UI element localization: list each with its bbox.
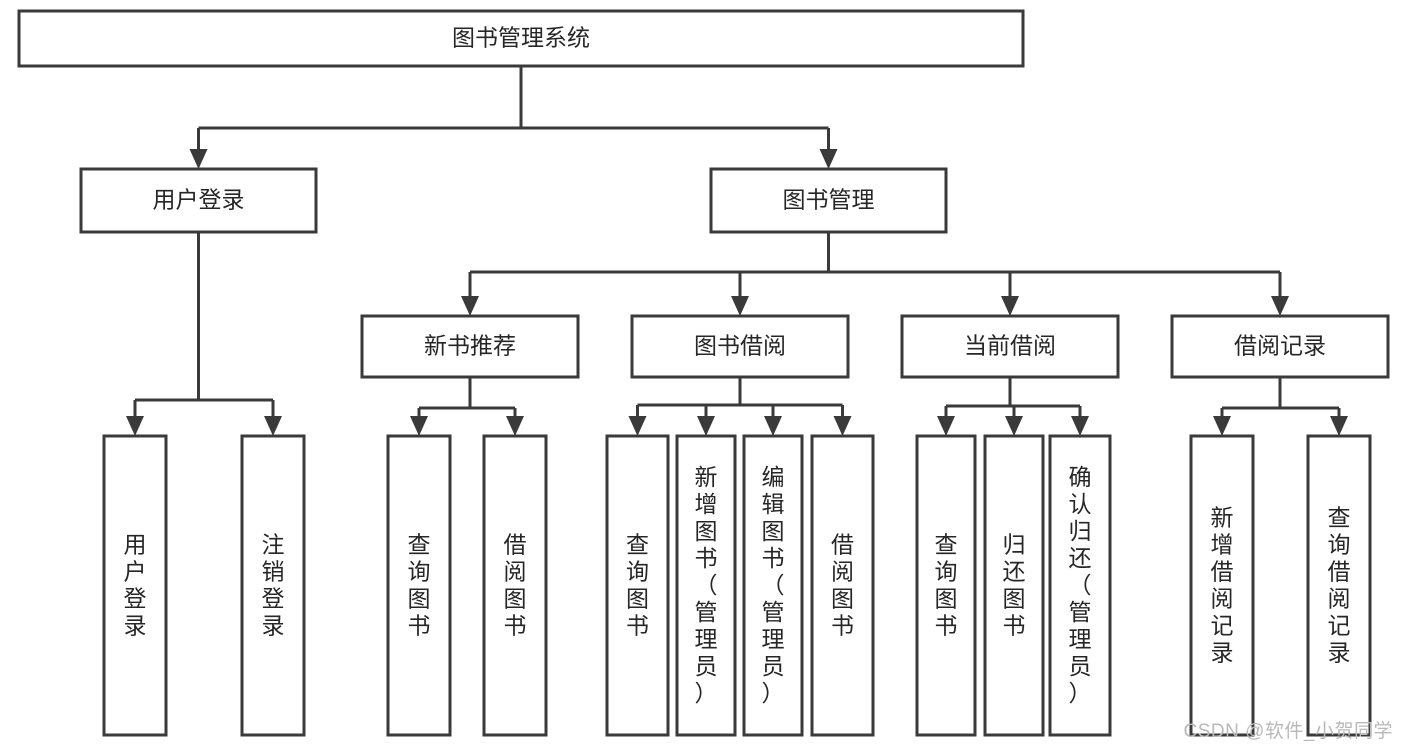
node-leaf-add-book-admin-label: 新增图书（管理员）	[695, 464, 718, 706]
node-borrow-record[interactable]: 借阅记录	[1170, 314, 1390, 379]
node-leaf-user-login-label: 用户登录	[124, 532, 147, 639]
new-book-recommend-to-leaves-arrow-0	[410, 416, 428, 436]
node-leaf-return-book-label: 归还图书	[1003, 532, 1026, 639]
node-current-borrow-label: 当前借阅	[964, 333, 1056, 359]
node-current-borrow[interactable]: 当前借阅	[900, 314, 1120, 379]
book-manage-to-level3-arrow-1	[731, 296, 749, 316]
node-leaf-query-book-current-box	[915, 434, 977, 737]
node-book-borrow-label: 图书借阅	[694, 333, 786, 359]
book-manage-to-level3-arrow-0	[461, 296, 479, 316]
book-manage-to-level3-arrow-2	[1001, 296, 1019, 316]
node-leaf-borrow-book-recommend[interactable]: 借阅图书	[482, 434, 548, 737]
current-borrow-to-leaves-arrow-0	[937, 416, 955, 436]
node-leaf-user-logout-box	[240, 434, 306, 737]
node-leaf-query-borrow-record[interactable]: 查询借阅记录	[1306, 434, 1372, 737]
node-leaf-query-book-recommend-label: 查询图书	[408, 532, 431, 639]
user-login-to-leaves-arrow-1	[264, 416, 282, 436]
book-borrow-to-leaves-arrow-3	[833, 416, 852, 436]
node-leaf-query-book-recommend[interactable]: 查询图书	[386, 434, 452, 737]
node-leaf-user-logout-label: 注销登录	[262, 532, 285, 639]
node-book-borrow[interactable]: 图书借阅	[630, 314, 850, 379]
node-leaf-query-book-borrow[interactable]: 查询图书	[605, 434, 670, 737]
current-borrow-to-leaves-arrow-1	[1005, 416, 1023, 436]
node-book-manage[interactable]: 图书管理	[709, 167, 948, 234]
book-borrow-to-leaves-arrow-1	[697, 416, 715, 436]
node-leaf-query-book-borrow-box	[605, 434, 670, 737]
node-root[interactable]: 图书管理系统	[17, 9, 1025, 68]
new-book-recommend-to-leaves-arrow-1	[506, 416, 524, 436]
node-book-borrow-box	[630, 314, 850, 379]
node-leaf-query-borrow-record-label: 查询借阅记录	[1328, 505, 1351, 666]
node-leaf-user-login-box	[102, 434, 168, 737]
node-borrow-record-box	[1170, 314, 1390, 379]
book-borrow-to-leaves-arrow-0	[628, 416, 647, 436]
node-borrow-record-label: 借阅记录	[1234, 333, 1326, 359]
node-leaf-confirm-return-admin-box	[1048, 434, 1112, 737]
node-book-manage-box	[709, 167, 948, 234]
node-leaf-query-book-recommend-box	[386, 434, 452, 737]
node-leaf-return-book-box	[983, 434, 1045, 737]
connector-lines	[126, 66, 1348, 436]
node-leaf-query-book-current-label: 查询图书	[935, 532, 958, 639]
node-current-borrow-box	[900, 314, 1120, 379]
root-to-level2-arrow-1	[819, 149, 838, 169]
node-leaf-edit-book-admin-label: 编辑图书（管理员）	[762, 464, 785, 706]
root-to-level2-arrow-0	[189, 149, 208, 169]
node-leaf-borrow-book-recommend-label: 借阅图书	[504, 532, 527, 639]
node-leaf-borrow-book-box	[810, 434, 875, 737]
node-leaf-confirm-return-admin[interactable]: 确认归还（管理员）	[1048, 434, 1112, 737]
node-leaf-edit-book-admin[interactable]: 编辑图书（管理员）	[742, 434, 804, 737]
node-leaf-borrow-book-label: 借阅图书	[831, 532, 854, 639]
node-leaf-add-book-admin[interactable]: 新增图书（管理员）	[675, 434, 737, 737]
node-user-login-label: 用户登录	[153, 187, 245, 213]
user-login-to-leaves-arrow-0	[126, 416, 144, 436]
node-leaf-return-book[interactable]: 归还图书	[983, 434, 1045, 737]
book-manage-to-level3-arrow-3	[1271, 296, 1289, 316]
node-leaf-add-book-admin-box	[675, 434, 737, 737]
node-leaf-query-borrow-record-box	[1306, 434, 1372, 737]
node-leaf-borrow-book-recommend-box	[482, 434, 548, 737]
current-borrow-to-leaves-arrow-2	[1071, 416, 1089, 436]
node-new-book-recommend-label: 新书推荐	[424, 333, 516, 359]
node-leaf-add-borrow-record-box	[1189, 434, 1255, 737]
borrow-record-to-leaves-arrow-1	[1330, 416, 1348, 436]
node-book-manage-label: 图书管理	[783, 187, 875, 213]
node-root-box	[17, 9, 1025, 68]
node-leaf-edit-book-admin-box	[742, 434, 804, 737]
node-new-book-recommend-box	[360, 314, 580, 379]
node-leaf-user-login[interactable]: 用户登录	[102, 434, 168, 737]
node-leaf-user-logout[interactable]: 注销登录	[240, 434, 306, 737]
node-leaf-borrow-book[interactable]: 借阅图书	[810, 434, 875, 737]
node-new-book-recommend[interactable]: 新书推荐	[360, 314, 580, 379]
node-leaf-add-borrow-record[interactable]: 新增借阅记录	[1189, 434, 1255, 737]
watermark-label: CSDN @软件_小贺同学	[1183, 721, 1393, 742]
node-leaf-query-book-borrow-label: 查询图书	[626, 532, 649, 639]
book-borrow-to-leaves-arrow-2	[764, 416, 782, 436]
node-user-login[interactable]: 用户登录	[79, 167, 318, 234]
node-leaf-add-borrow-record-label: 新增借阅记录	[1211, 505, 1234, 666]
node-user-login-box	[79, 167, 318, 234]
node-leaf-confirm-return-admin-label: 确认归还（管理员）	[1069, 464, 1092, 706]
node-leaf-query-book-current[interactable]: 查询图书	[915, 434, 977, 737]
borrow-record-to-leaves-arrow-0	[1213, 416, 1231, 436]
node-root-label: 图书管理系统	[452, 25, 590, 51]
diagram-nodes: 图书管理系统用户登录图书管理新书推荐图书借阅当前借阅借阅记录用户登录注销登录查询…	[17, 9, 1390, 737]
